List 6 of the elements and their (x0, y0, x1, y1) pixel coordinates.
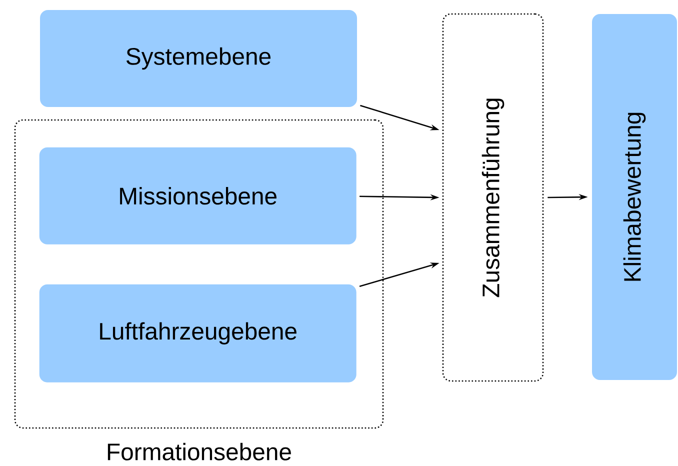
level-box: Systemebene (40, 10, 357, 107)
result-box: Klimabewertung (592, 14, 677, 380)
level-box: Missionsebene (39, 147, 356, 244)
merge-box: Zusammenführung (442, 13, 544, 382)
node-label: Formationsebene (108, 442, 291, 460)
level-box: Luftfahrzeugebene (39, 284, 356, 382)
